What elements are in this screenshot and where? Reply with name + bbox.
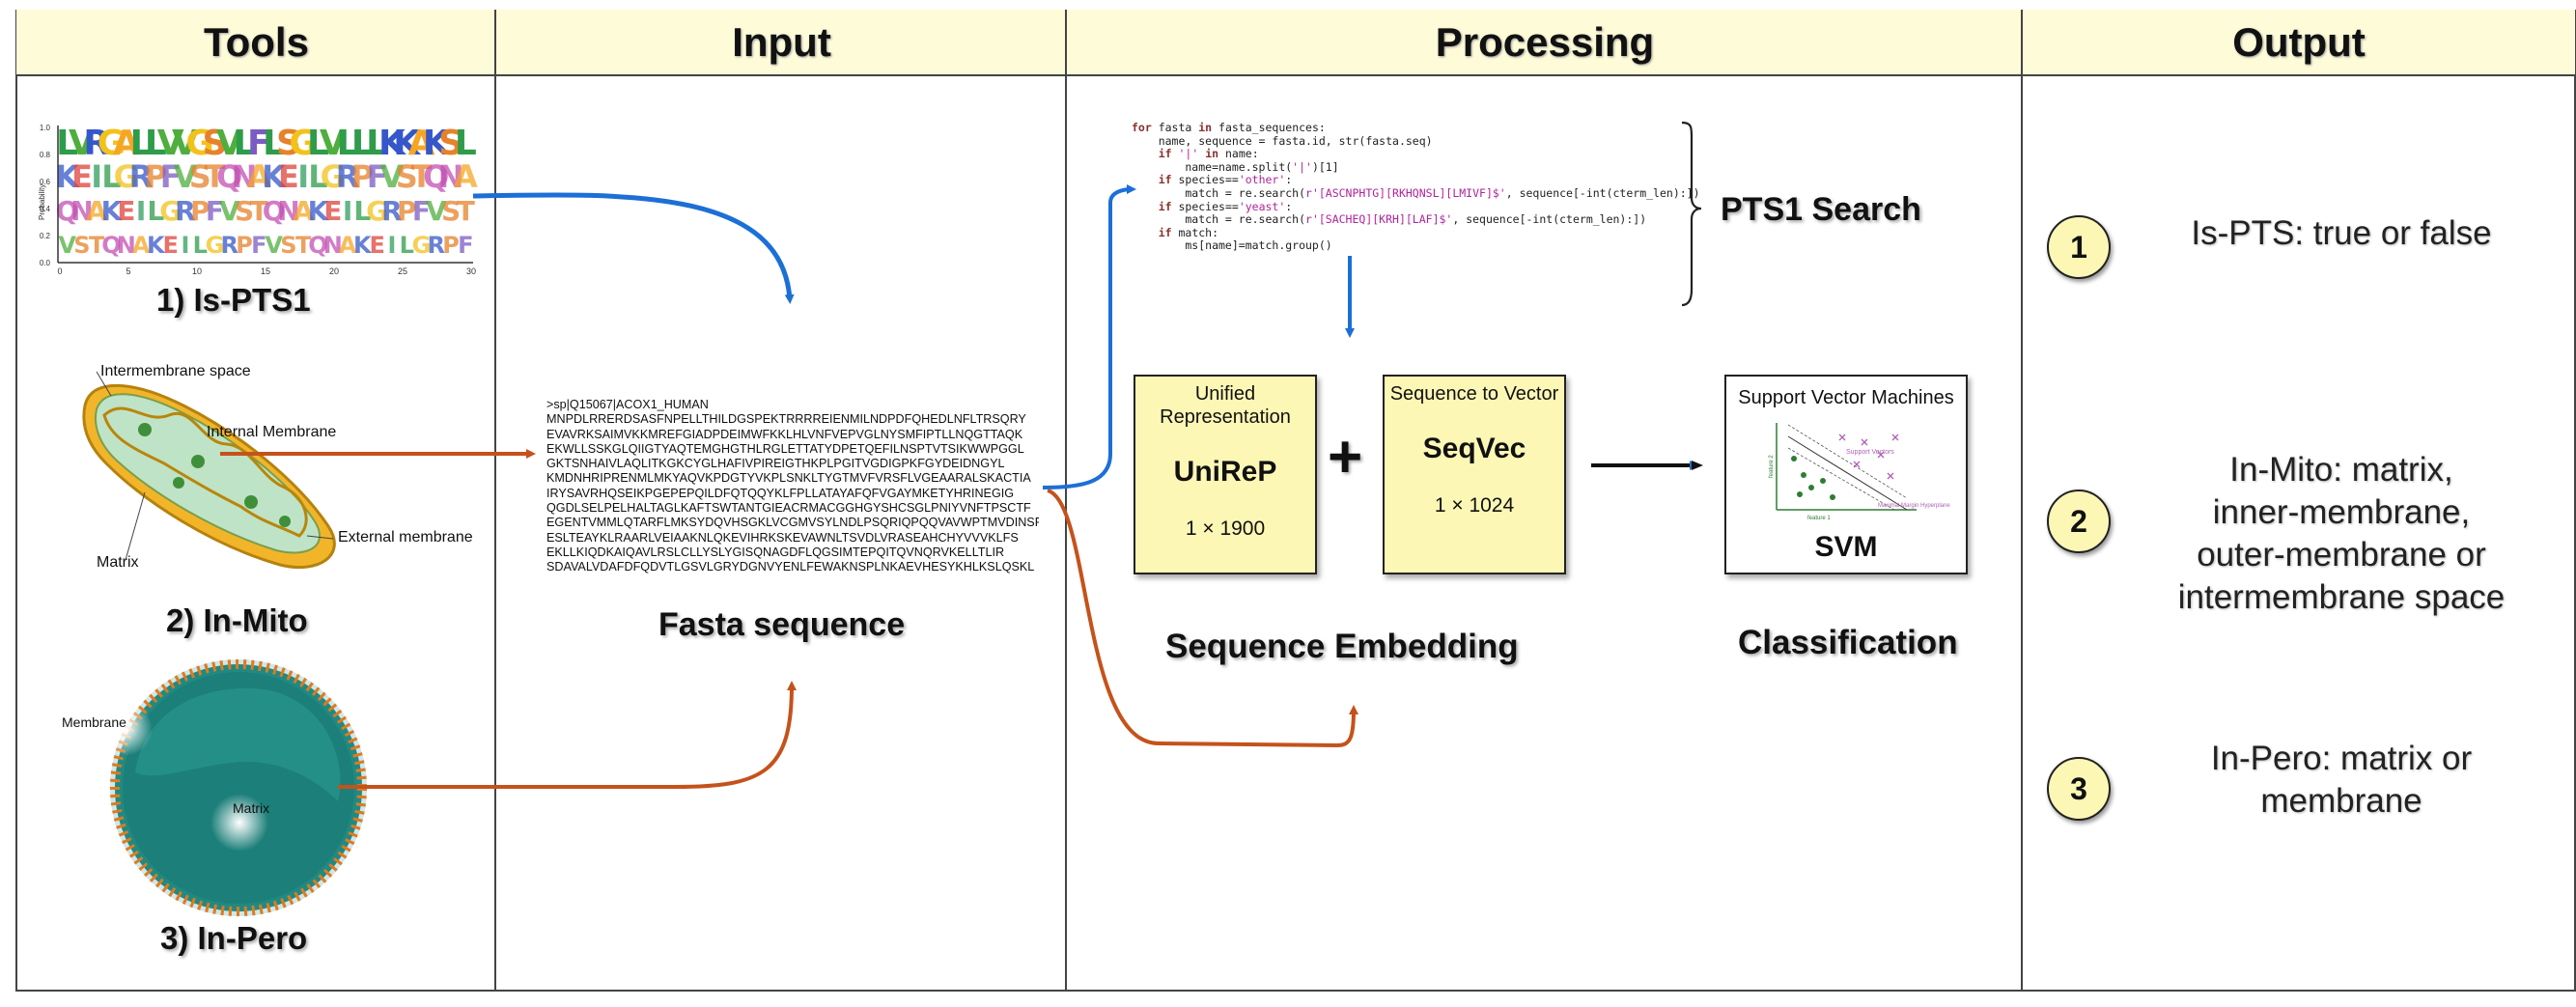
unirep-title: Unified Representation xyxy=(1160,383,1291,428)
fasta-sequence-line: QGDLSELPELHALTAGLKAFTSWTANTGIEACRMACGGHG… xyxy=(546,501,1031,516)
pero-label-matrix: Matrix xyxy=(233,800,270,816)
output-line: In-Pero: matrix or xyxy=(2210,740,2473,777)
code-line: if '|' in name: xyxy=(1158,147,1259,161)
mito-label-matrix: Matrix xyxy=(97,554,139,571)
unirep-box: Unified Representation UniReP 1 × 1900 xyxy=(1134,375,1317,574)
svm-name: SVM xyxy=(1814,531,1878,563)
pts1-search-code: for fasta in fasta_sequences: name, sequ… xyxy=(1132,121,1700,253)
fasta-sequence-line: GKTSNHAIVLAQLITKGKCYGLHAFIVPIREIGTHKPLPG… xyxy=(546,457,1005,471)
fasta-sequence-line: EKWLLSSKGLQIIGTYAQTEMGHGTHLRGLETTATYDPET… xyxy=(546,441,1024,456)
seqvec-dimension: 1 × 1024 xyxy=(1434,494,1515,517)
output-description: In-Mito: matrix, inner-membrane, outer-mem… xyxy=(2139,449,2544,619)
header-input: Input xyxy=(496,10,1067,76)
mito-label-external: External membrane xyxy=(338,529,473,545)
code-line: for fasta in fasta_sequences: xyxy=(1132,121,1326,134)
seqvec-box: Sequence to Vector SeqVec 1 × 1024 xyxy=(1383,375,1566,574)
svm-title: Support Vector Machines xyxy=(1738,387,1954,408)
output-line: outer-membrane or xyxy=(2197,536,2486,573)
output-description: In-Pero: matrix or membrane xyxy=(2139,738,2544,823)
code-line: name, sequence = fasta.id, str(fasta.seq… xyxy=(1132,133,1433,148)
output-number-badge: 3 xyxy=(2047,757,2111,821)
unirep-dimension: 1 × 1900 xyxy=(1185,517,1266,540)
pts1-search-label: PTS1 Search xyxy=(1721,191,1921,228)
header-tools: Tools xyxy=(16,10,496,76)
tool-label-pero: 3) In-Pero xyxy=(160,920,308,956)
code-line: if species=='yeast': xyxy=(1158,199,1293,213)
fasta-sequence-line: EGENTVMMLQTARFLMKSYDQVHSGKLVCGMVSYLNDLPS… xyxy=(546,516,1039,530)
fasta-sequence-line: MNPDLRRERDSASFNPELLTHILDGSPEKTRRRREIENMI… xyxy=(546,412,1026,427)
code-line: if match: xyxy=(1158,225,1219,239)
output-number-badge: 1 xyxy=(2047,215,2111,279)
unirep-name: UniReP xyxy=(1173,456,1277,488)
header-processing: Processing xyxy=(1067,10,2023,76)
output-description: Is-PTS: true or false xyxy=(2139,212,2544,255)
mito-label-internal: Internal Membrane xyxy=(207,424,337,440)
column-divider xyxy=(1065,10,1067,992)
fasta-sequence-line: SDAVALVDAFDFQDVTLGSVLGRYDGNVYENLFEWAKNSP… xyxy=(546,560,1035,574)
seqvec-name: SeqVec xyxy=(1422,433,1526,464)
fasta-label: Fasta sequence xyxy=(658,606,906,643)
code-line: name=name.split('|')[1] xyxy=(1132,159,1339,174)
code-line: ms[name]=match.group() xyxy=(1132,238,1332,253)
sequence-embedding-label: Sequence Embedding xyxy=(1165,628,1519,665)
output-line: In-Mito: matrix, xyxy=(2229,451,2453,489)
fasta-sequence-line: ESLTEAYKLRAARLVEIAAKNLQKEVIHRKSKEVAWNLTS… xyxy=(546,530,1019,545)
code-line: match = re.search(r'[SACHEQ][KRH][LAF]$'… xyxy=(1132,212,1647,227)
code-line: match = re.search(r'[ASCNPHTG][RKHQNSL][… xyxy=(1132,185,1700,200)
svm-box: Support Vector Machines SVM xyxy=(1724,375,1968,574)
output-line: intermembrane space xyxy=(2177,578,2506,616)
mito-label-intermembrane: Intermembrane space xyxy=(100,363,251,379)
classification-label: Classification xyxy=(1738,624,1958,661)
fasta-header-line: >sp|Q15067|ACOX1_HUMAN xyxy=(546,398,709,411)
output-line: membrane xyxy=(2260,782,2422,820)
seqvec-title: Sequence to Vector xyxy=(1389,383,1559,405)
fasta-sequence-line: EVAVRKSAIMVKKMREFGIADPDEIMWFKKLHLVNFVEPV… xyxy=(546,427,1023,441)
fasta-sequence-line: IRYSAVRHQSEIKPGEPEPQILDFQTQQYKLFPLLATAYA… xyxy=(546,486,1015,500)
plus-sign: + xyxy=(1328,424,1363,490)
code-line: if species=='other': xyxy=(1158,173,1293,187)
header-output: Output xyxy=(2023,10,2575,76)
tool-label-pts1: 1) Is-PTS1 xyxy=(156,282,311,318)
output-line: inner-membrane, xyxy=(2212,493,2471,531)
column-divider xyxy=(2021,10,2023,992)
column-divider xyxy=(494,10,496,992)
fasta-sequence-line: EKLLKIQDKAIQAVLRSLCLLYSLYGISQNAGDFLQGSIM… xyxy=(546,545,1005,559)
fasta-sequence-line: KMDNHRIPRENMLMKYAQVKPDGTYVKPLSNKLTYGTMVF… xyxy=(546,471,1031,486)
pero-label-membrane: Membrane xyxy=(62,714,126,730)
tool-label-mito: 2) In-Mito xyxy=(166,602,308,638)
output-line: Is-PTS: true or false xyxy=(2191,214,2492,252)
output-number-badge: 2 xyxy=(2047,490,2111,553)
